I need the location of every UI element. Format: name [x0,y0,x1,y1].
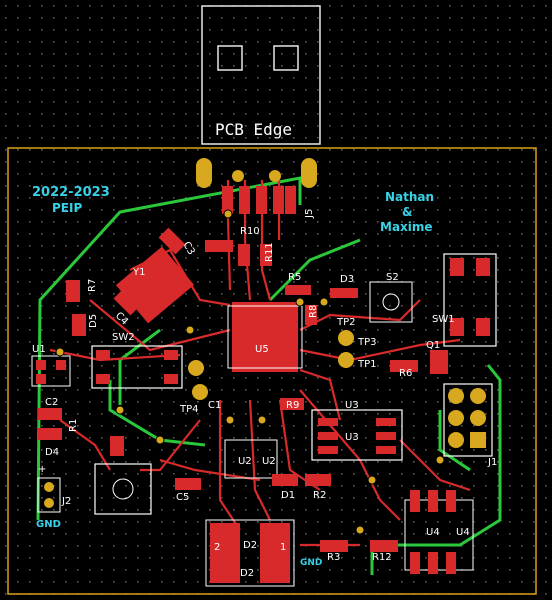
svg-text:D2: D2 [240,568,254,579]
svg-text:TP3: TP3 [357,337,377,348]
test-points[interactable]: TP2 TP3 TP1 TP4 [179,317,377,415]
ic-u4[interactable]: U4 U4 [404,490,474,574]
ic-u3[interactable]: U3 U3 [311,400,403,461]
svg-text:J2: J2 [61,496,71,507]
usb-connector-outline: PCB Edge [201,5,321,145]
svg-text:U4: U4 [426,527,440,538]
svg-text:R11: R11 [264,242,275,262]
svg-text:U2: U2 [262,456,276,467]
author-line1: Nathan [385,190,434,204]
svg-text:R7: R7 [87,279,98,292]
button-s2[interactable]: S2 [369,272,413,323]
svg-text:SW1: SW1 [432,314,455,325]
mcu-u5[interactable]: U5 [227,302,303,372]
connector-j2[interactable]: J2 + GND [36,464,71,530]
board-outline [7,147,537,595]
svg-text:R8: R8 [308,305,319,318]
author-line3: Maxime [380,220,433,234]
school-label: PEIP [52,201,82,215]
svg-text:U2: U2 [238,456,252,467]
svg-text:SW2: SW2 [112,332,135,343]
usb-pads [196,158,317,214]
svg-text:+: + [38,464,46,475]
svg-text:TP2: TP2 [336,317,356,328]
ic-u2[interactable]: U2 U2 [224,439,278,479]
svg-text:TP1: TP1 [357,359,377,370]
header-j1[interactable]: J1 [443,383,497,468]
svg-text:U1: U1 [32,344,46,355]
svg-text:R10: R10 [240,226,260,237]
svg-text:TP4: TP4 [179,404,199,415]
svg-text:U3: U3 [345,400,359,411]
svg-text:D1: D1 [281,490,295,501]
diode-d2[interactable]: 2 1 D2 D2 GND [205,519,322,587]
year-label: 2022-2023 [32,185,110,200]
svg-text:GND: GND [300,558,322,568]
passive-components[interactable] [38,227,448,552]
svg-text:R3: R3 [327,552,340,563]
switch-sw1[interactable]: SW1 [432,253,497,347]
svg-text:D4: D4 [45,447,59,458]
push-button[interactable] [94,463,152,515]
svg-text:C5: C5 [176,492,189,503]
svg-text:R9: R9 [286,400,299,411]
svg-text:J1: J1 [487,457,497,468]
svg-text:R2: R2 [313,490,326,501]
svg-text:S2: S2 [386,272,399,283]
ic-u1[interactable]: U1 [31,344,71,387]
pcb-edge-label: PCB Edge [215,120,292,139]
svg-text:D2: D2 [243,540,257,551]
svg-text:R5: R5 [288,272,301,283]
back-copper-traces [36,176,502,575]
svg-text:2: 2 [214,542,220,553]
switch-sw2[interactable]: SW2 [91,332,183,389]
svg-text:C1: C1 [208,400,221,411]
svg-text:GND: GND [36,519,61,530]
svg-text:U3: U3 [345,432,359,443]
svg-text:1: 1 [280,542,286,553]
svg-text:U4: U4 [456,527,470,538]
vias [55,209,445,535]
svg-text:C2: C2 [45,397,58,408]
svg-text:R1: R1 [68,419,79,432]
svg-text:D3: D3 [340,274,354,285]
svg-text:J5: J5 [304,209,315,219]
svg-text:U5: U5 [255,344,269,355]
svg-text:Q1: Q1 [426,340,440,351]
reference-designators: R10 R11 R5 D3 R8 R6 Q1 R9 D1 R2 R3 R12 C… [45,209,440,563]
svg-text:R12: R12 [372,552,392,563]
author-line2: & [402,205,412,219]
fab-text: 2022-2023 PEIP Nathan & Maxime [32,185,434,234]
svg-text:R6: R6 [399,368,412,379]
svg-text:D5: D5 [88,314,99,328]
svg-text:Y1: Y1 [132,267,145,278]
